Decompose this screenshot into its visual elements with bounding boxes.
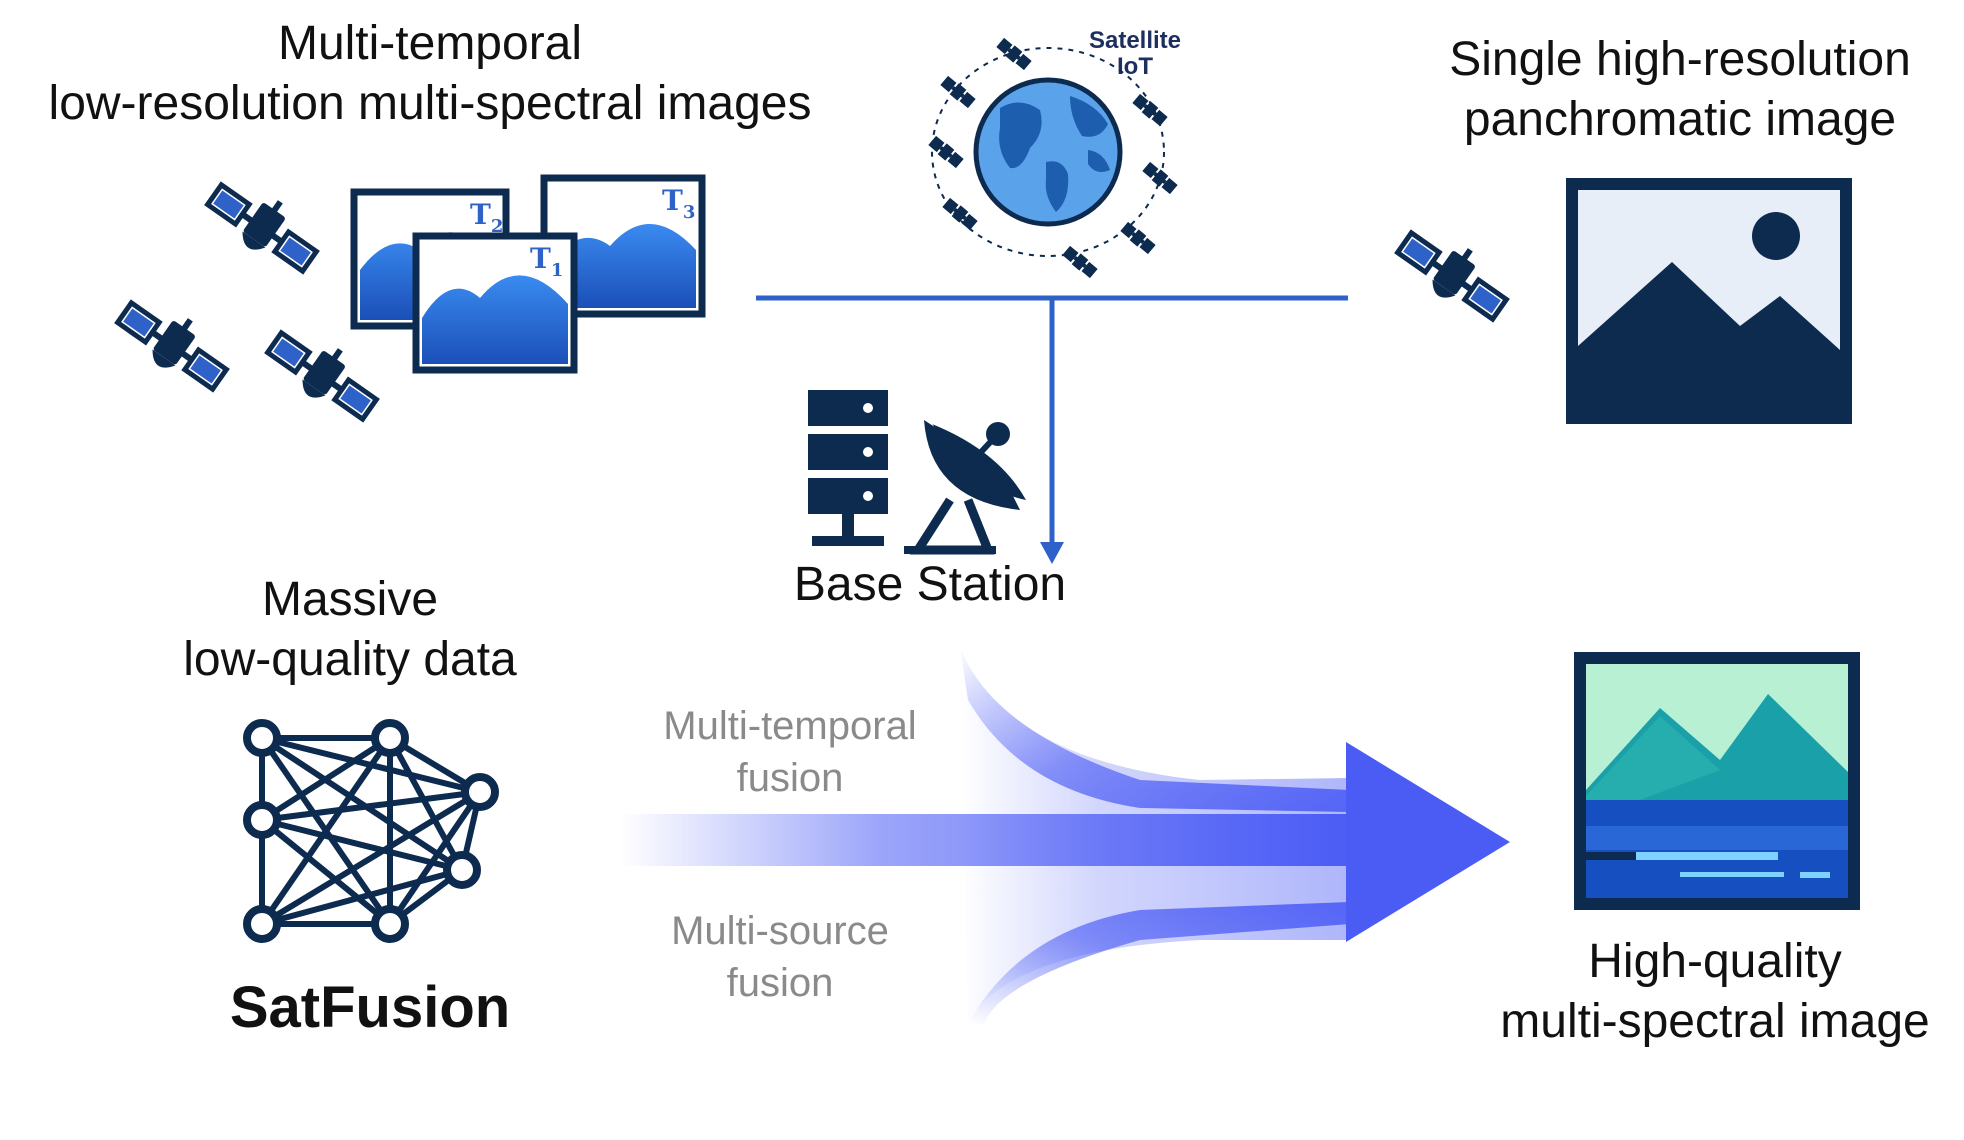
panchromatic-image-label: Single high-resolution panchromatic imag…	[1400, 30, 1960, 150]
image-icon	[1566, 178, 1852, 424]
frame-label-t3: T3	[662, 184, 695, 223]
label-line: Massive	[261, 573, 439, 626]
satellite-icon	[1131, 93, 1169, 127]
multi-temporal-fusion-label: Multi-temporal fusion	[620, 700, 960, 804]
connection-lines	[756, 295, 1348, 564]
label-line: fusion	[736, 756, 844, 800]
label-line: Multi-temporal	[663, 704, 917, 748]
fusion-arrow-icon	[620, 646, 1510, 1024]
satfusion-title: SatFusion	[190, 972, 550, 1045]
server-icon	[808, 390, 888, 546]
label-line: IoT	[1117, 53, 1153, 81]
satellite-icon	[201, 169, 328, 281]
massive-data-label: Massive low-quality data	[140, 570, 560, 690]
globe-icon	[931, 47, 1165, 257]
label-line: Base Station	[793, 558, 1067, 611]
base-station-label: Base Station	[760, 556, 1100, 614]
label-line: Multi-temporal	[277, 17, 583, 70]
satellite-icon	[939, 75, 977, 109]
high-quality-image-label: High-quality multi-spectral image	[1470, 932, 1960, 1052]
multi-source-fusion-label: Multi-source fusion	[610, 905, 950, 1009]
satellite-icon	[995, 37, 1033, 71]
label-line: low-resolution multi-spectral images	[48, 77, 812, 130]
satellite-icon	[1119, 221, 1157, 255]
satellite-icon	[1391, 217, 1518, 329]
label-line: SatFusion	[229, 975, 511, 1040]
label-line: High-quality	[1588, 935, 1842, 988]
satellite-icon	[261, 317, 388, 429]
high-quality-image-icon	[1574, 652, 1860, 910]
image-frame-t1	[412, 232, 578, 374]
label-line: panchromatic image	[1463, 93, 1897, 146]
satellite-icon	[1141, 161, 1179, 195]
network-graph-icon	[243, 719, 499, 943]
satellite-dish-icon	[904, 420, 1027, 555]
label-line: multi-spectral image	[1500, 995, 1930, 1048]
satellite-icon	[1061, 245, 1099, 279]
satellite-icon	[111, 287, 238, 399]
satellite-iot-label: Satellite IoT	[1040, 27, 1230, 81]
low-resolution-images-label: Multi-temporal low-resolution multi-spec…	[0, 14, 860, 134]
label-line: fusion	[726, 961, 834, 1005]
satellite-icon	[941, 197, 979, 231]
label-line: Multi-source	[671, 909, 889, 953]
frame-label-t1: T1	[530, 242, 563, 281]
label-line: Single high-resolution	[1449, 33, 1911, 86]
label-line: Satellite	[1088, 27, 1182, 54]
frame-label-t2: T2	[470, 198, 503, 237]
label-line: low-quality data	[183, 633, 517, 686]
